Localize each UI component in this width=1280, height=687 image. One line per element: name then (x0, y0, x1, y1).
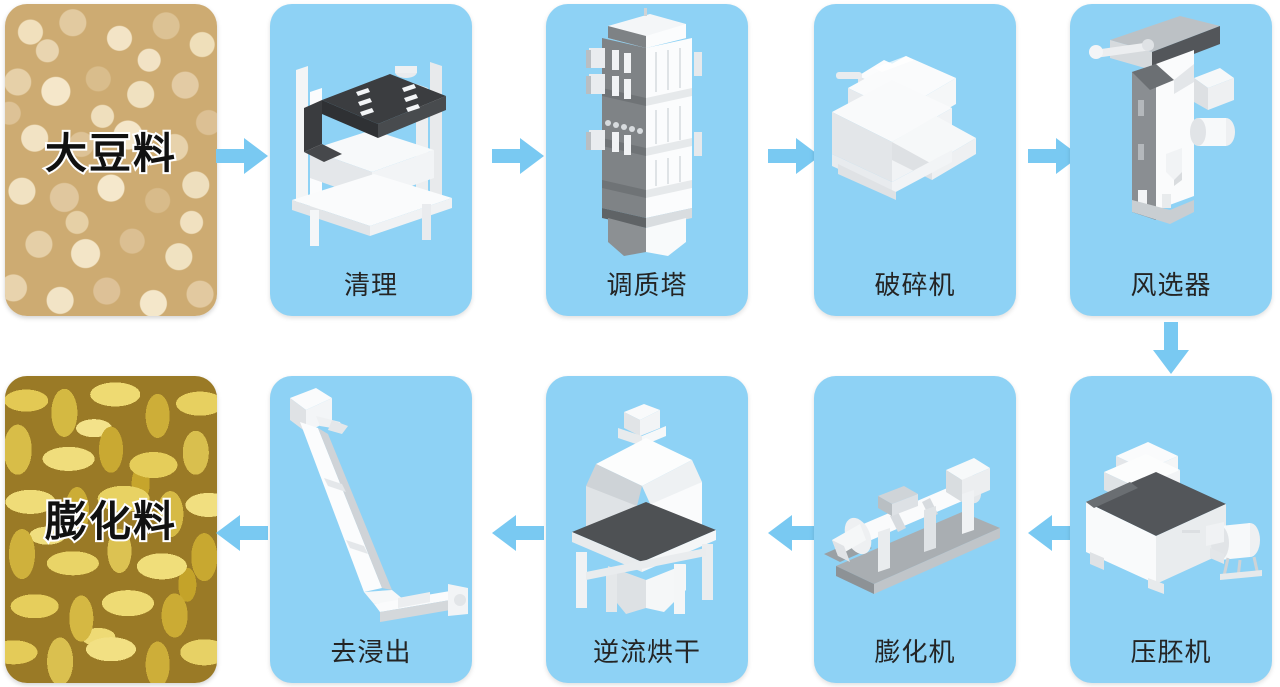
crusher-machine-icon (814, 4, 1016, 260)
air-separator-icon (1070, 4, 1272, 260)
vibrating-cleaning-screen-icon (270, 4, 472, 260)
extruded-flakes-photo (5, 376, 217, 683)
arrow-down-1 (1151, 322, 1191, 374)
inclined-conveyor-icon (270, 376, 472, 627)
flaking-mill-icon (1070, 376, 1272, 627)
step-label-crusher: 破碎机 (874, 270, 956, 300)
step-card-cleaning[interactable]: 清理 (270, 4, 472, 316)
extruder-machine-icon (814, 376, 1016, 627)
arrow-right-4 (1028, 136, 1080, 176)
counterflow-dryer-icon (546, 376, 748, 627)
step-label-flaking-mill: 压胚机 (1130, 637, 1212, 667)
step-label-cleaning: 清理 (343, 270, 398, 300)
arrow-left-1 (1028, 513, 1080, 553)
step-card-extraction[interactable]: 去浸出 (270, 376, 472, 683)
step-card-conditioning-tower[interactable]: 调质塔 (546, 4, 748, 316)
step-card-counterflow-dryer[interactable]: 逆流烘干 (546, 376, 748, 683)
step-label-air-separator: 风选器 (1130, 270, 1212, 300)
step-card-air-separator[interactable]: 风选器 (1070, 4, 1272, 316)
material-card-soybean: 大豆料 (5, 4, 217, 316)
material-label-soybean: 大豆料 (43, 128, 177, 179)
arrow-left-4 (216, 513, 268, 553)
material-label-extruded: 膨化料 (43, 496, 177, 547)
step-card-flaking-mill[interactable]: 压胚机 (1070, 376, 1272, 683)
step-label-conditioning-tower: 调质塔 (606, 270, 688, 300)
step-label-extruder: 膨化机 (874, 637, 956, 667)
soybean-photo (5, 4, 217, 316)
arrow-right-3 (768, 136, 820, 176)
step-label-counterflow-dryer: 逆流烘干 (592, 637, 701, 667)
arrow-right-1 (216, 136, 268, 176)
conditioning-tower-icon (546, 4, 748, 260)
material-card-extruded: 膨化料 (5, 376, 217, 683)
arrow-left-2 (768, 513, 820, 553)
step-card-extruder[interactable]: 膨化机 (814, 376, 1016, 683)
step-label-extraction: 去浸出 (330, 637, 412, 667)
step-card-crusher[interactable]: 破碎机 (814, 4, 1016, 316)
arrow-right-2 (492, 136, 544, 176)
arrow-left-3 (492, 513, 544, 553)
